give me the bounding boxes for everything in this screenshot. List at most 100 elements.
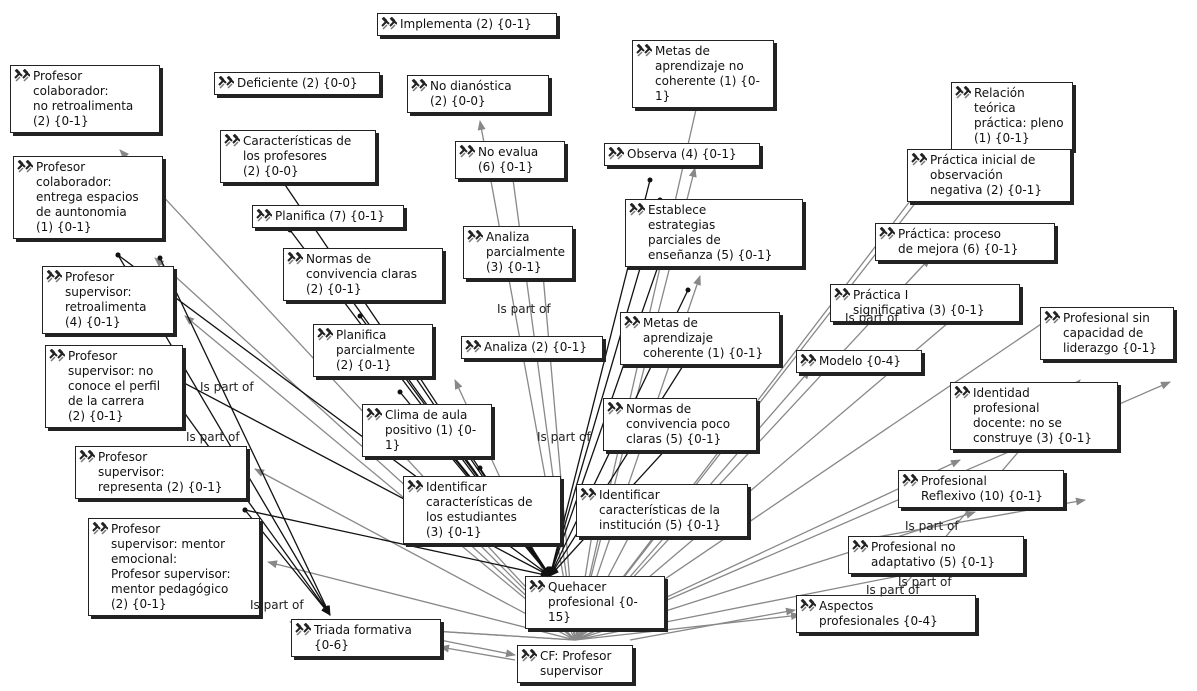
code-node-icon [629,203,645,216]
relation-edge [549,347,696,577]
code-node-icon [852,540,868,553]
code-node-icon [459,145,475,158]
node-label: Práctica: proceso de mejora (6) {0-1} [898,227,1019,256]
node-label: Identidad profesional docente: no se con… [973,386,1093,445]
code-node-icon [624,316,640,329]
code-node-normas-claras[interactable]: Normas de convivencia claras (2) {0-1} [283,248,443,301]
code-node-planifica[interactable]: Planifica (7) {0-1} [252,205,404,228]
node-label: No dianóstica (2) {0-0} [430,79,512,108]
code-node-establece[interactable]: Establece estrategias parciales de enseñ… [625,199,803,267]
node-label: Profesor supervisor: mentor emocional: P… [111,522,231,611]
code-node-prof-sup-representa[interactable]: Profesor supervisor: representa (2) {0-1… [75,446,247,499]
relation-label: Is part of [186,430,240,444]
code-node-icon [17,160,33,173]
code-node-icon [954,386,970,399]
code-node-identidad[interactable]: Identidad profesional docente: no se con… [950,382,1118,450]
node-label: Establece estrategias parciales de enseñ… [648,203,773,262]
relation-label: Is part of [250,598,304,612]
node-label: Clima de aula positivo (1) {0-1} [385,408,477,452]
code-node-clima-aula[interactable]: Clima de aula positivo (1) {0-1} [362,404,492,457]
node-label: Identificar características de la instit… [599,488,721,532]
code-node-modelo[interactable]: Modelo {0-4} [796,350,922,373]
code-node-icon [800,354,816,367]
code-node-metas-no-coherente[interactable]: Metas de aprendizaje no coherente (1) {0… [632,40,774,108]
node-label: Profesional sin capacidad de liderazgo {… [1063,311,1157,355]
node-label: Analiza parcialmente (3) {0-1} [486,230,566,274]
code-node-no-dianostica[interactable]: No dianóstica (2) {0-0} [407,75,549,113]
relation-edge [157,255,331,616]
code-node-icon [295,623,311,636]
node-label: Observa (4) {0-1} [627,147,737,161]
code-node-practica-inicial[interactable]: Práctica inicial de observación negativa… [907,149,1071,202]
node-label: Deficiente (2) {0-0} [237,76,358,90]
code-node-relacion-teorica[interactable]: Relación teórica práctica: pleno (1) {0-… [951,82,1073,150]
node-label: Normas de convivencia poco claras (5) {0… [626,402,731,446]
code-node-practica-proceso[interactable]: Práctica: proceso de mejora (6) {0-1} [875,223,1055,261]
code-node-analiza-parcialmente[interactable]: Analiza parcialmente (3) {0-1} [463,226,573,279]
node-label: Profesor colaborador: no retroalimenta (… [33,69,134,128]
relation-label: Is part of [866,583,920,597]
relation-label: Is part of [845,311,899,325]
code-node-metas-coherente[interactable]: Metas de aprendizaje coherente (1) {0-1} [620,312,780,365]
code-node-aspectos[interactable]: Aspectos profesionales {0-4} [796,595,976,633]
node-label: Metas de aprendizaje coherente (1) {0-1} [643,316,764,360]
node-label: Práctica I significativa (3) {0-1} [853,288,985,317]
code-node-identificar-est[interactable]: Identificar características de los estud… [403,476,561,544]
node-label: Profesional no adaptativo (5) {0-1} [871,540,995,569]
code-node-icon [256,209,272,222]
code-node-icon [529,580,545,593]
node-label: Profesional Reflexivo (10) {0-1} [921,474,1043,503]
code-node-icon [834,288,850,301]
code-node-analiza[interactable]: Analiza (2) {0-1} [461,336,603,359]
relation-edge [574,612,801,641]
code-node-icon [636,44,652,57]
code-node-icon [317,328,333,341]
code-node-icon [800,599,816,612]
code-node-prof-sup-no-conoce[interactable]: Profesor supervisor: no conoce el perfil… [45,345,183,428]
code-node-implementa[interactable]: Implementa (2) {0-1} [377,13,557,36]
node-label: Profesor supervisor: representa (2) {0-1… [98,450,223,494]
code-node-cf-prof-sup[interactable]: CF: Profesor supervisor [517,645,633,683]
node-label: Modelo {0-4} [819,354,902,368]
code-node-icon [407,480,423,493]
relation-edge [477,120,576,641]
node-label: Metas de aprendizaje no coherente (1) {0… [655,44,760,103]
code-node-prof-sin-liderazgo[interactable]: Profesional sin capacidad de liderazgo {… [1040,307,1174,360]
code-node-icon [467,230,483,243]
relation-label: Is part of [537,430,591,444]
code-node-caract-profesores[interactable]: Características de los profesores (2) {0… [220,130,376,183]
code-node-observa[interactable]: Observa (4) {0-1} [604,143,760,166]
code-node-prof-colab-entrega[interactable]: Profesor colaborador: entrega espacios d… [13,156,163,239]
node-label: Implementa (2) {0-1} [400,17,532,31]
code-node-icon [49,349,65,362]
code-node-no-evalua[interactable]: No evalua (6) {0-1} [455,141,565,179]
code-node-icon [46,270,62,283]
node-label: CF: Profesor supervisor [540,649,612,678]
relation-label: Is part of [497,302,551,316]
code-node-prof-sup-mentor[interactable]: Profesor supervisor: mentor emocional: P… [88,518,260,616]
relation-label: Is part of [898,575,952,589]
code-node-normas-poco[interactable]: Normas de convivencia poco claras (5) {0… [603,398,757,451]
code-node-planifica-parcial[interactable]: Planifica parcialmente (2) {0-1} [313,324,433,377]
node-label: Normas de convivencia claras (2) {0-1} [306,252,417,296]
code-node-prof-colab-no-retro[interactable]: Profesor colaborador: no retroalimenta (… [10,65,160,133]
node-label: Identificar características de los estud… [426,480,533,539]
code-node-prof-reflexivo[interactable]: Profesional Reflexivo (10) {0-1} [898,470,1064,508]
code-node-deficiente[interactable]: Deficiente (2) {0-0} [214,72,380,95]
code-node-prof-no-adapt[interactable]: Profesional no adaptativo (5) {0-1} [848,536,1024,574]
code-node-icon [607,402,623,415]
code-node-triada[interactable]: Triada formativa {0-6} [291,619,441,657]
code-node-prof-sup-retro[interactable]: Profesor supervisor: retroalimenta (4) {… [42,266,174,334]
code-node-icon [92,522,108,535]
code-node-icon [879,227,895,240]
code-node-quehacer[interactable]: Quehacer profesional {0-15} [525,576,665,629]
node-label: No evalua (6) {0-1} [478,145,539,174]
code-node-identificar-inst[interactable]: Identificar características de la instit… [576,484,748,537]
code-node-practica-i[interactable]: Práctica I significativa (3) {0-1} [830,284,1020,322]
node-label: Profesor colaborador: entrega espacios d… [36,160,139,234]
node-label: Profesor supervisor: retroalimenta (4) {… [65,270,147,329]
node-label: Quehacer profesional {0-15} [548,580,638,624]
node-label: Planifica (7) {0-1} [275,209,385,223]
code-node-icon [224,134,240,147]
code-node-icon [218,76,234,89]
